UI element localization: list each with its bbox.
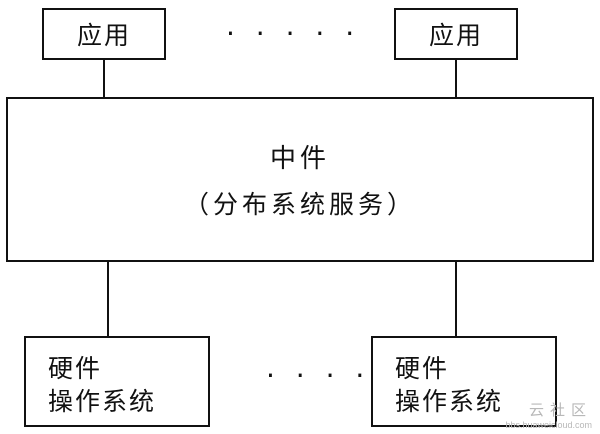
connector-app-left (103, 60, 105, 97)
app-label-right: 应用 (428, 21, 483, 50)
hardware-label-right: 硬件 (395, 354, 450, 383)
middleware-subtitle: （分布系统服务） (183, 190, 416, 219)
hardware-box-left: 硬件 操作系统 (24, 336, 210, 427)
connector-hw-left (107, 262, 109, 336)
middleware-title: 中件 (269, 144, 330, 174)
watermark-name: 云社区 (528, 402, 592, 419)
watermark: 云社区 bbs.huaweicloud.com (505, 399, 592, 430)
watermark-url: bbs.huaweicloud.com (505, 420, 592, 430)
top-ellipsis: · · · · · (226, 17, 361, 50)
os-label-right: 操作系统 (395, 387, 504, 416)
middleware-box: 中件 （分布系统服务） (6, 97, 594, 262)
os-label-left: 操作系统 (48, 387, 157, 416)
app-box-left: 应用 (42, 8, 166, 60)
bottom-ellipsis: · · · · (266, 359, 371, 392)
app-label-left: 应用 (76, 21, 131, 50)
hardware-label-left: 硬件 (48, 354, 103, 383)
connector-app-right (455, 60, 457, 97)
hardware-box-right: 硬件 操作系统 (371, 336, 557, 427)
app-box-right: 应用 (394, 8, 518, 60)
connector-hw-right (455, 262, 457, 336)
